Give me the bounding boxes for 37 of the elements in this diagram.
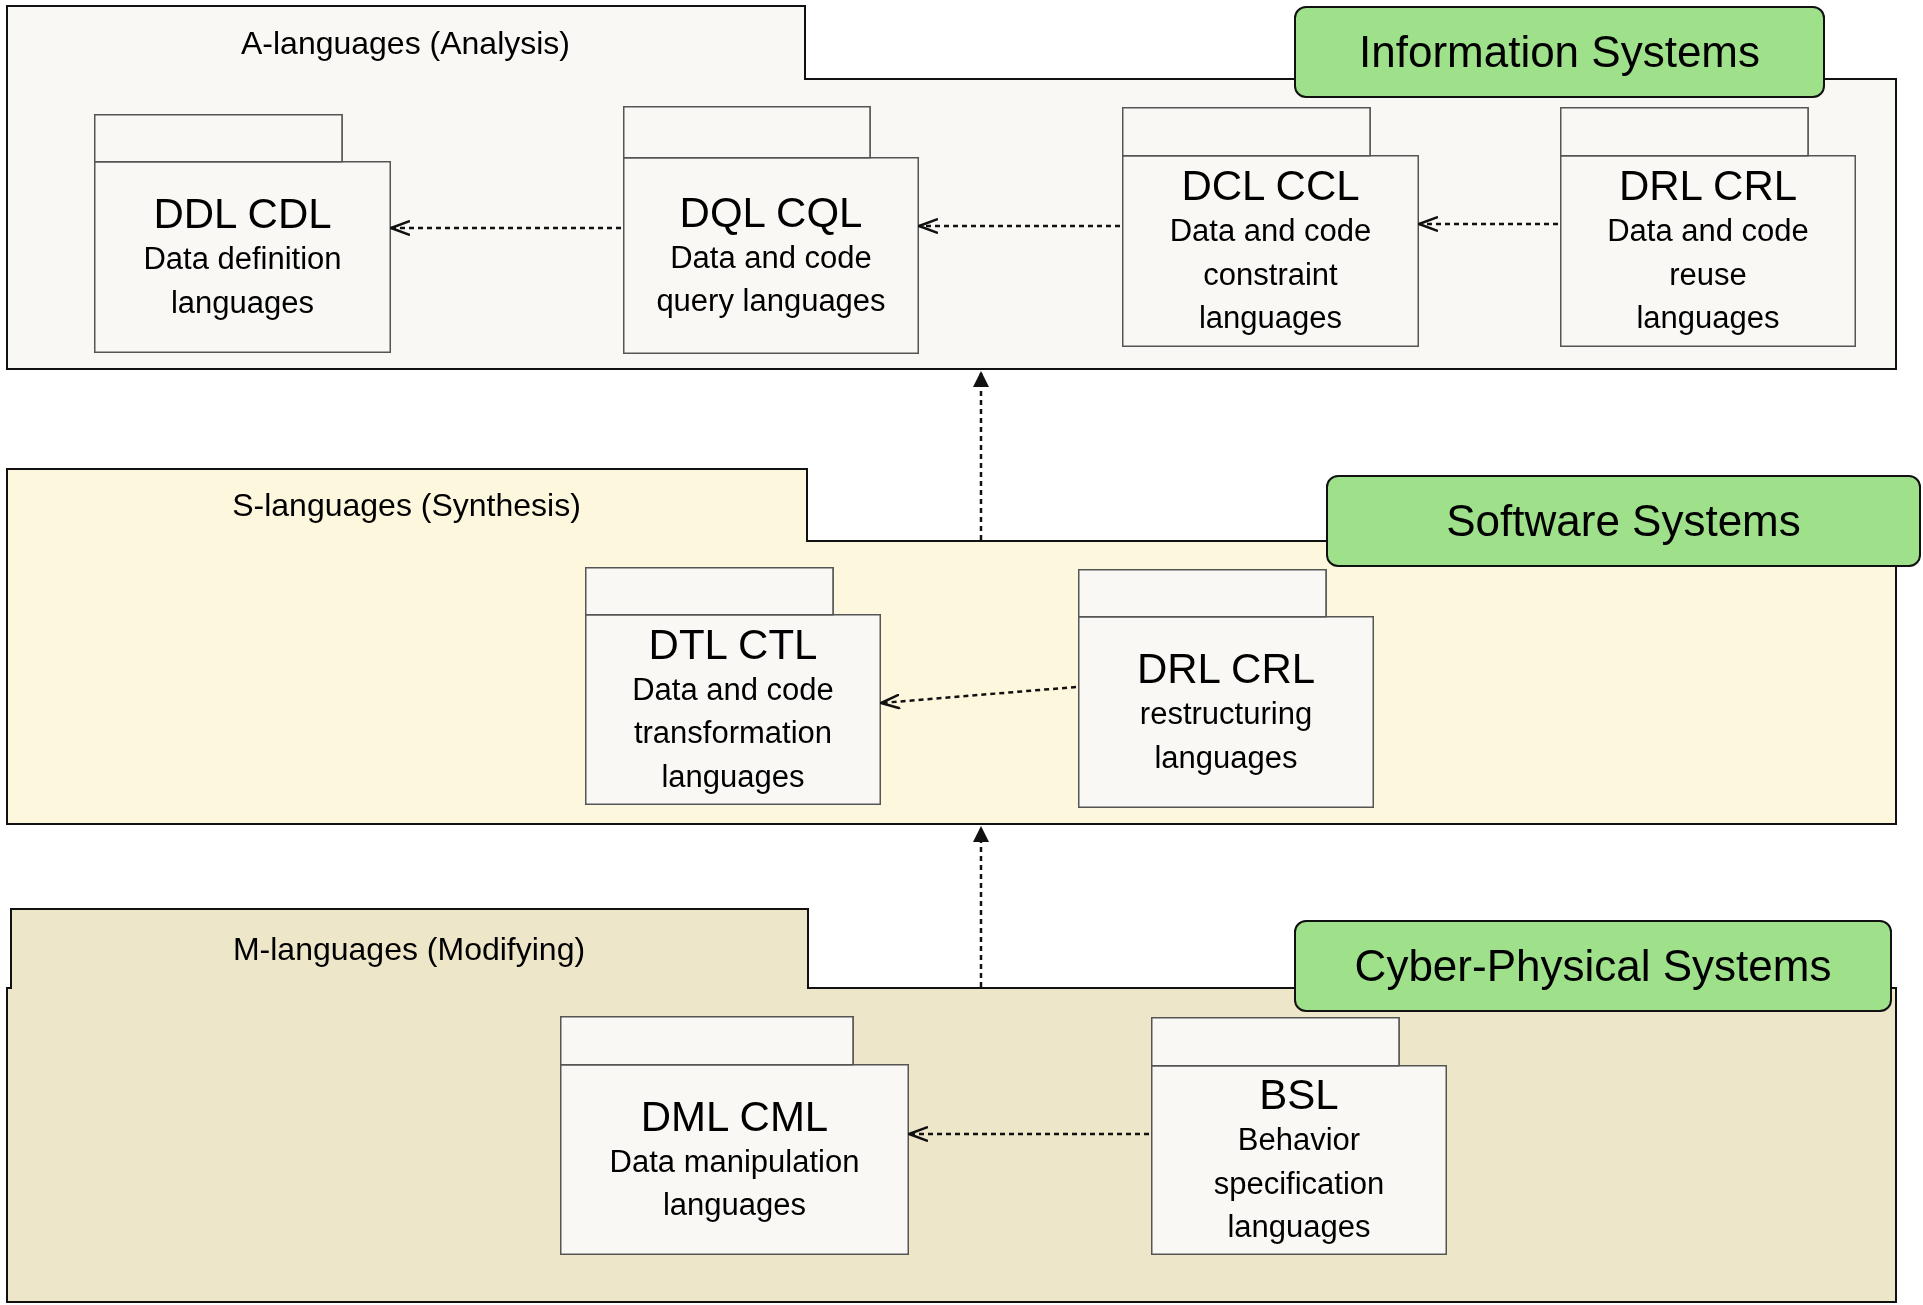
description-text: Data and code constraint languages [1168,212,1373,338]
description-text: Data and code transformation languages [631,670,835,796]
package-box [560,1016,909,1255]
package-tab: M-languages (Modifying) [9,907,809,989]
acronym-title: BSL [1259,1071,1339,1119]
acronym-title: DQL CQL [679,188,863,236]
dependency-arrow [973,826,989,987]
package-tab: A-languages (Analysis) [5,4,806,80]
acronym-title: DTL CTL [648,620,818,668]
dependency-arrow [389,219,621,237]
description-text: restructuring languages [1138,695,1314,777]
dependency-arrow [973,371,989,540]
package-box [585,567,881,805]
package-box [1078,569,1374,808]
package-tab: S-languages (Synthesis) [5,467,808,542]
acronym-title: DRL CRL [1618,162,1798,210]
package-box [1151,1017,1447,1255]
package-box [1560,107,1856,347]
acronym-title: DDL CDL [153,190,332,238]
description-text: Data definition languages [142,240,343,322]
description-text: Data manipulation languages [608,1142,861,1224]
package-box [94,114,391,353]
system-label-box: Software Systems [1326,475,1921,567]
package-box [1122,107,1419,347]
description-text: Behavior specification languages [1212,1121,1386,1247]
acronym-title: DCL CCL [1181,162,1360,210]
description-text: Data and code reuse languages [1606,212,1810,338]
dependency-arrow [917,217,1120,235]
dependency-arrow [879,685,1077,710]
package-box [623,106,919,354]
acronym-title: DRL CRL [1136,645,1316,693]
acronym-title: DML CML [640,1092,829,1140]
dependency-arrow [907,1125,1149,1143]
system-label-box: Information Systems [1294,6,1825,98]
dependency-arrow [1417,215,1558,233]
system-label-box: Cyber-Physical Systems [1294,920,1892,1012]
description-text: Data and code query languages [655,238,887,320]
